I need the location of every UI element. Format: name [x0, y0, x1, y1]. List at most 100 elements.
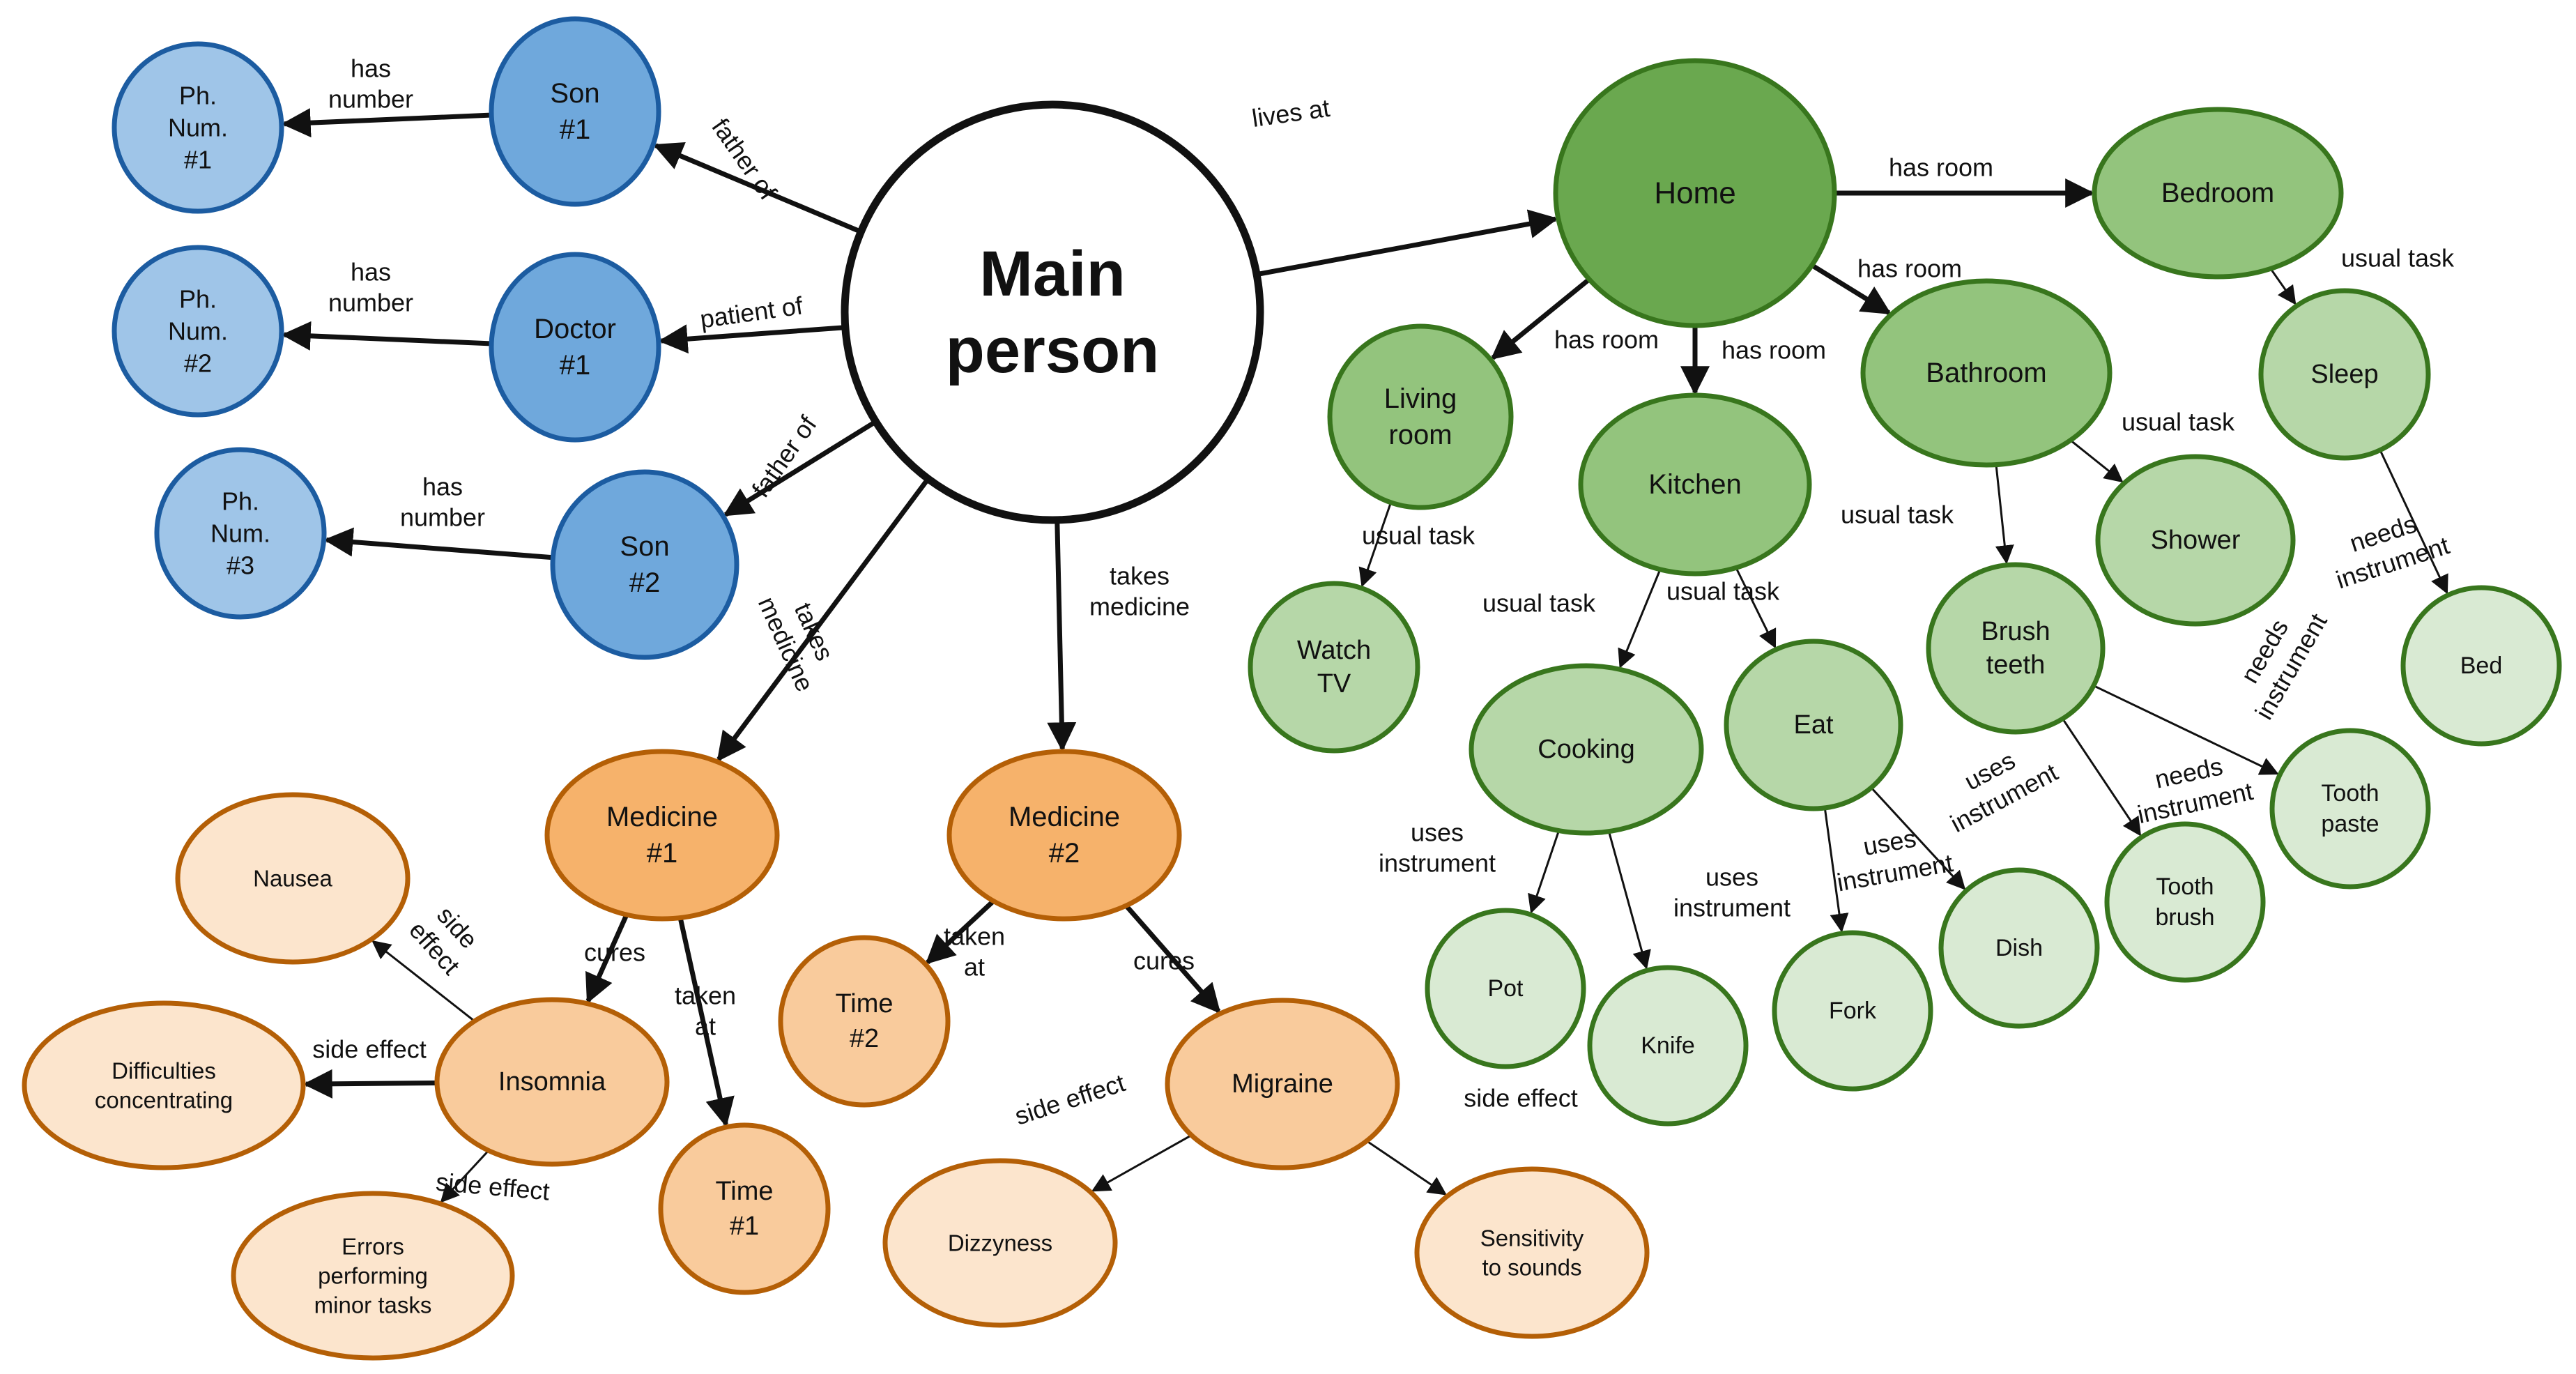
node-label-son2: Son — [620, 531, 669, 562]
node-label-med1: #1 — [647, 838, 678, 869]
edge-label-main-son2: father of — [746, 410, 822, 503]
edge-label-main-son1: father of — [706, 113, 783, 206]
node-shape-eat — [1724, 639, 1903, 811]
edge-label-living-watchtv: usual task — [1362, 521, 1475, 550]
edge-label-home-bedroom: has room — [1889, 153, 1993, 182]
node-shape-time2 — [778, 935, 951, 1108]
node-label-doctor1: Doctor — [534, 314, 616, 344]
node-label-watchtv: TV — [1317, 669, 1351, 699]
edge-label-text: side effect — [1464, 1084, 1577, 1113]
node-label-dizzyness: Dizzyness — [948, 1230, 1052, 1256]
edge-label-text: lives at — [1250, 93, 1332, 132]
edge-main-son1 — [653, 142, 861, 234]
node-ph1: Ph.Num.#1 — [112, 41, 284, 214]
node-label-pot: Pot — [1487, 975, 1524, 1002]
edge-label-text: number — [328, 85, 413, 114]
node-label-toothbrush: brush — [2155, 904, 2214, 931]
nodes-layer: MainpersonSon#1Doctor#1Son#2Ph.Num.#1Ph.… — [22, 16, 2562, 1361]
node-label-difficulties: concentrating — [95, 1087, 233, 1113]
edge-label-text: father of — [706, 113, 783, 206]
node-label-time2: #2 — [850, 1024, 879, 1053]
node-sleep: Sleep — [2258, 288, 2431, 461]
edge-main-home — [1257, 209, 1558, 277]
node-ph2: Ph.Num.#2 — [112, 245, 284, 418]
node-shape-bedroom — [2092, 107, 2344, 280]
node-dizzyness: Dizzyness — [882, 1158, 1118, 1328]
edge-kitchen-eat — [1735, 568, 1777, 649]
edge-med1-time1 — [678, 918, 735, 1128]
edge-label-text: usual task — [2341, 244, 2455, 273]
node-label-eat: Eat — [1793, 710, 1833, 740]
node-son1: Son#1 — [489, 16, 661, 207]
node-shape-ph2 — [112, 245, 284, 418]
edge-main-son2 — [723, 420, 876, 517]
node-label-shower: Shower — [2151, 526, 2241, 555]
node-shape-migraine — [1165, 998, 1400, 1170]
node-label-dish: Dish — [1995, 935, 2043, 961]
edge-sleep-bed — [2379, 450, 2448, 595]
edge-label-bathroom-shower: usual task — [2122, 408, 2235, 436]
node-label-med2: Medicine — [1009, 802, 1120, 832]
node-fork: Fork — [1772, 930, 1933, 1092]
edge-med2-time2 — [925, 900, 995, 965]
node-toothbrush: Tooth brush — [2104, 821, 2266, 983]
edge-label-kitchen-eat: usual task — [1666, 577, 1780, 606]
node-label-watchtv: Watch — [1297, 636, 1371, 665]
node-shape-brush — [1926, 562, 2106, 735]
node-shape-doctor1 — [489, 252, 661, 443]
node-label-insomnia: Insomnia — [498, 1067, 606, 1097]
node-label-ph1: Ph. — [179, 82, 217, 110]
node-shape-son1 — [489, 16, 661, 207]
node-shape-toothpaste — [2269, 728, 2431, 890]
edge-med2-migraine — [1125, 905, 1221, 1014]
edge-label-med1-insomnia: cures — [584, 938, 645, 967]
node-label-ph2: Ph. — [179, 285, 217, 314]
edge-brush-toothpaste — [2094, 685, 2279, 775]
edge-label-text: usual task — [1362, 521, 1475, 550]
edge-label-text: usual task — [1666, 577, 1780, 606]
edge-label-text: has — [351, 258, 391, 287]
node-label-ph2: #2 — [184, 349, 212, 378]
node-label-home: Home — [1654, 176, 1735, 211]
edge-insomnia-difficulties — [302, 1069, 436, 1099]
node-label-toothbrush: Tooth — [2156, 873, 2214, 900]
edge-label-med2-migraine: cures — [1133, 947, 1195, 975]
edge-home-living — [1490, 278, 1590, 360]
edge-migraine-sensitivity — [1367, 1140, 1448, 1196]
node-label-toothpaste: Tooth — [2321, 780, 2379, 807]
node-label-med1: Medicine — [606, 802, 718, 832]
node-label-brush: Brush — [1981, 617, 2050, 646]
node-label-doctor1: #1 — [560, 350, 591, 381]
node-shape-bed — [2400, 585, 2562, 747]
edge-son2-ph3 — [323, 527, 552, 560]
node-label-son1: Son — [550, 78, 599, 109]
edge-label-main-home: lives at — [1250, 93, 1332, 132]
node-bed: Bed — [2400, 585, 2562, 747]
node-label-time1: #1 — [730, 1212, 759, 1241]
edge-bedroom-sleep — [2270, 269, 2297, 305]
node-label-time2: Time — [835, 989, 893, 1018]
edge-eat-dish — [1871, 788, 1966, 890]
node-shape-nausea — [175, 792, 411, 965]
node-shape-fork — [1772, 930, 1933, 1092]
node-label-ph3: #3 — [227, 551, 254, 580]
edge-label-insomnia-difficulties: side effect — [312, 1035, 426, 1064]
node-label-ph1: Num. — [168, 114, 228, 142]
node-label-sleep: Sleep — [2310, 360, 2378, 389]
node-label-cooking: Cooking — [1538, 735, 1634, 764]
node-knife: Knife — [1587, 965, 1749, 1127]
edge-label-text: taken — [675, 982, 736, 1010]
edge-label-text: number — [400, 503, 485, 532]
